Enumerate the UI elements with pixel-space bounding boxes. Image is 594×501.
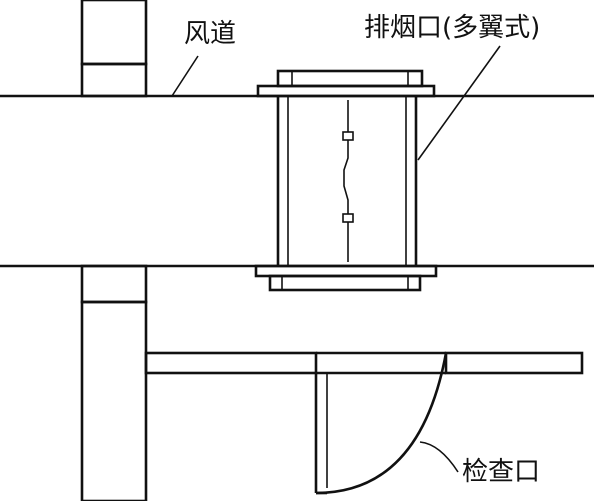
- label-smoke-outlet: 排烟口(多翼式): [364, 13, 540, 43]
- label-duct: 风道: [184, 19, 236, 49]
- inspection-opening: [314, 352, 448, 495]
- label-inspection-opening: 检查口: [462, 457, 540, 487]
- leader-inspection-opening: [419, 441, 459, 473]
- smoke-outlet: [254, 69, 438, 292]
- leader-duct: [171, 55, 199, 97]
- leader-smoke-outlet: [417, 45, 501, 161]
- wall: [80, 0, 148, 501]
- wall-fill-upper: [80, 62, 148, 98]
- wall-fill-lower: [80, 264, 148, 304]
- duct: [0, 94, 594, 268]
- ceiling-slab: [144, 351, 584, 375]
